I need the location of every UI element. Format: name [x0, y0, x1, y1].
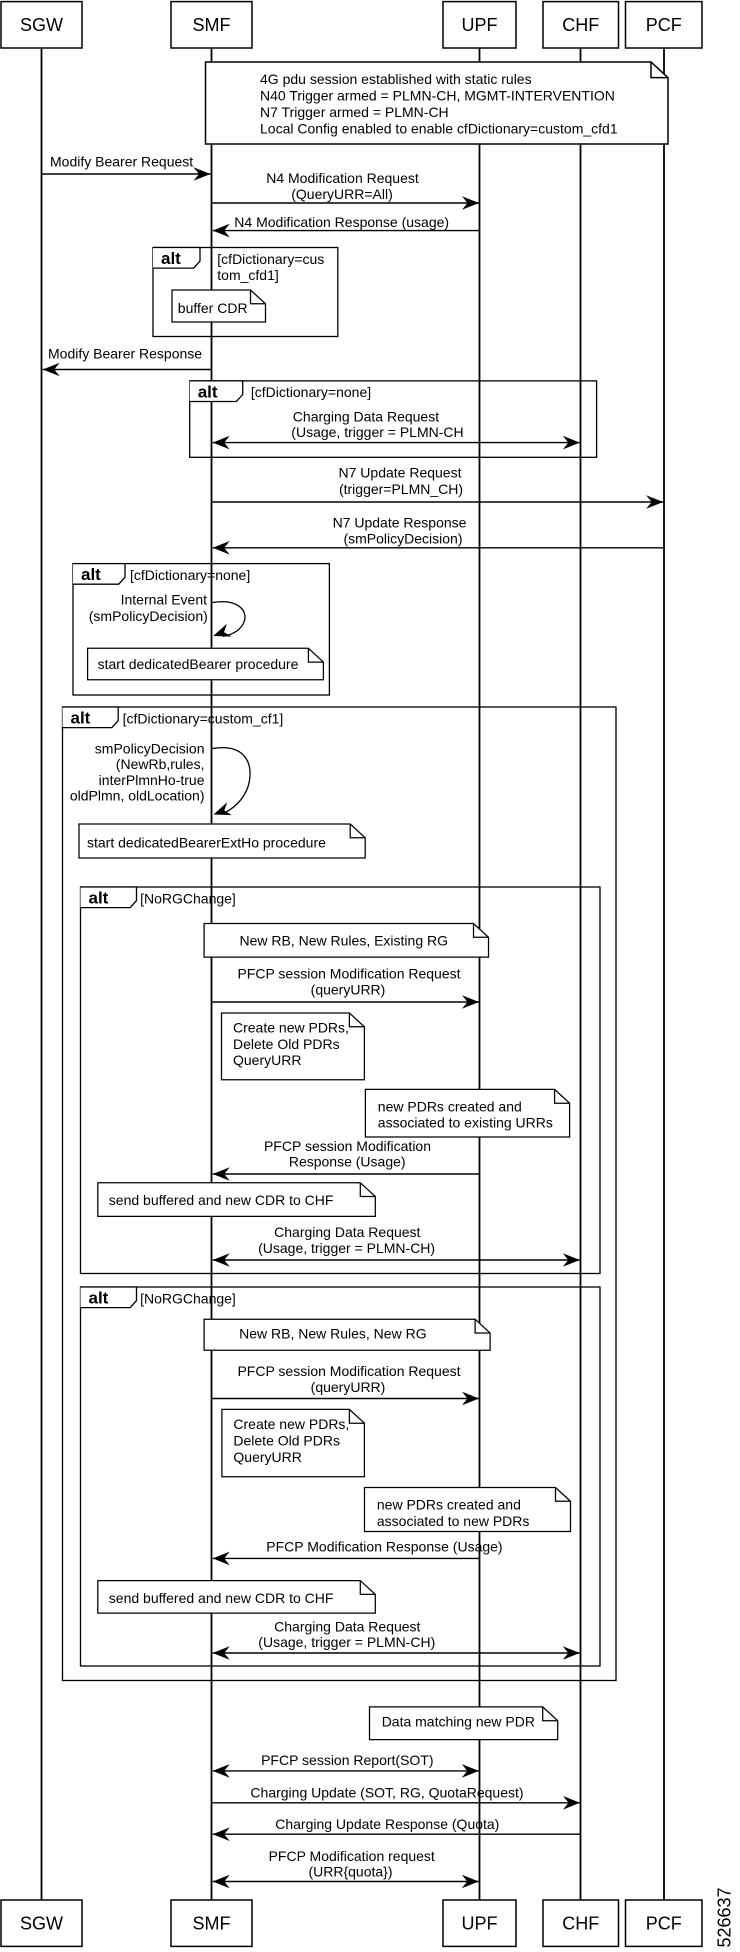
svg-text:alt: alt [89, 1288, 109, 1307]
svg-text:UPF: UPF [462, 15, 498, 35]
svg-text:Create new PDRs,: Create new PDRs, [233, 1020, 349, 1036]
svg-text:PCF: PCF [646, 1913, 682, 1933]
svg-text:(Usage, trigger = PLMN-CH: (Usage, trigger = PLMN-CH [291, 424, 463, 440]
svg-text:PCF: PCF [646, 15, 682, 35]
svg-text:Create new PDRs,: Create new PDRs, [233, 1416, 349, 1432]
svg-text:start dedicatedBearer procedur: start dedicatedBearer procedure [98, 656, 299, 672]
svg-text:Charging Data Request: Charging Data Request [274, 1224, 420, 1240]
svg-text:alt: alt [161, 249, 181, 268]
svg-text:(NewRb,rules,: (NewRb,rules, [116, 756, 205, 772]
svg-text:N7 Update Request: N7 Update Request [339, 465, 462, 481]
svg-text:alt: alt [81, 565, 101, 584]
svg-text:[NoRGChange]: [NoRGChange] [140, 890, 236, 906]
svg-text:(trigger=PLMN_CH): (trigger=PLMN_CH) [339, 481, 463, 497]
svg-text:Internal Event: Internal Event [121, 592, 207, 608]
svg-text:Charging Data Request: Charging Data Request [293, 408, 439, 424]
svg-text:interPlmnHo-true: interPlmnHo-true [99, 772, 205, 788]
svg-text:new PDRs created and: new PDRs created and [377, 1496, 521, 1512]
svg-text:PFCP session Modification Requ: PFCP session Modification Request [237, 1363, 460, 1379]
svg-text:send buffered and new CDR to C: send buffered and new CDR to CHF [109, 1590, 334, 1606]
svg-text:Charging Update (SOT, RG, Quot: Charging Update (SOT, RG, QuotaRequest) [250, 1784, 523, 1800]
svg-text:526637: 526637 [715, 1887, 735, 1947]
svg-text:associated to new PDRs: associated to new PDRs [377, 1513, 530, 1529]
svg-text:alt: alt [89, 888, 109, 907]
svg-text:(smPolicyDecision): (smPolicyDecision) [89, 608, 208, 624]
svg-text:oldPlmn, oldLocation): oldPlmn, oldLocation) [70, 788, 205, 804]
svg-text:[cfDictionary=cus: [cfDictionary=cus [217, 251, 324, 267]
svg-text:Response (Usage): Response (Usage) [289, 1154, 406, 1170]
svg-text:PFCP Modification Response (Us: PFCP Modification Response (Usage) [266, 1539, 502, 1555]
svg-text:SGW: SGW [20, 15, 63, 35]
svg-text:SMF: SMF [193, 15, 231, 35]
svg-text:send buffered and new CDR to C: send buffered and new CDR to CHF [109, 1192, 334, 1208]
svg-text:(Usage, trigger = PLMN-CH): (Usage, trigger = PLMN-CH) [258, 1240, 435, 1256]
svg-text:Delete Old PDRs: Delete Old PDRs [233, 1433, 340, 1449]
svg-text:[cfDictionary=none]: [cfDictionary=none] [251, 384, 371, 400]
svg-text:SMF: SMF [193, 1913, 231, 1933]
svg-text:Modify Bearer Response: Modify Bearer Response [48, 346, 202, 362]
svg-text:alt: alt [198, 382, 218, 401]
svg-text:(Usage, trigger = PLMN-CH): (Usage, trigger = PLMN-CH) [258, 1634, 435, 1650]
svg-text:4G pdu session established wit: 4G pdu session established with static r… [260, 71, 532, 87]
svg-text:PFCP session Modification: PFCP session Modification [264, 1138, 431, 1154]
svg-text:smPolicyDecision: smPolicyDecision [95, 741, 205, 757]
svg-text:CHF: CHF [562, 15, 599, 35]
svg-text:associated to existing URRs: associated to existing URRs [378, 1115, 553, 1131]
svg-text:CHF: CHF [562, 1913, 599, 1933]
svg-text:(URR{quota}): (URR{quota}) [308, 1864, 392, 1880]
svg-text:tom_cfd1]: tom_cfd1] [217, 267, 278, 283]
svg-text:[NoRGChange]: [NoRGChange] [140, 1290, 236, 1306]
svg-text:buffer CDR: buffer CDR [178, 300, 248, 316]
svg-text:PFCP Modification request: PFCP Modification request [269, 1848, 435, 1864]
svg-text:(queryURR): (queryURR) [311, 982, 386, 998]
svg-text:(queryURR): (queryURR) [311, 1379, 386, 1395]
svg-text:Local Config enabled to enable: Local Config enabled to enable cfDiction… [260, 121, 618, 137]
svg-text:New RB, New Rules, New RG: New RB, New Rules, New RG [239, 1325, 427, 1341]
svg-text:UPF: UPF [462, 1913, 498, 1933]
svg-text:PFCP session Report(SOT): PFCP session Report(SOT) [261, 1752, 433, 1768]
svg-text:N7 Trigger armed = PLMN-CH: N7 Trigger armed = PLMN-CH [260, 104, 449, 120]
svg-text:N4 Modification Response (usag: N4 Modification Response (usage) [234, 214, 449, 230]
svg-text:SGW: SGW [20, 1913, 63, 1933]
svg-text:[cfDictionary=custom_cf1]: [cfDictionary=custom_cf1] [123, 710, 284, 726]
svg-text:Charging Data Request: Charging Data Request [274, 1618, 420, 1634]
svg-text:[cfDictionary=none]: [cfDictionary=none] [130, 567, 250, 583]
svg-text:PFCP session Modification Requ: PFCP session Modification Request [237, 966, 460, 982]
svg-text:Delete Old PDRs: Delete Old PDRs [233, 1036, 340, 1052]
svg-text:N4 Modification Request: N4 Modification Request [266, 170, 419, 186]
svg-text:(smPolicyDecision): (smPolicyDecision) [343, 531, 462, 547]
svg-text:QueryURR: QueryURR [233, 1052, 301, 1068]
svg-text:N40 Trigger armed = PLMN-CH, M: N40 Trigger armed = PLMN-CH, MGMT-INTERV… [260, 88, 615, 104]
svg-text:Data matching new PDR: Data matching new PDR [382, 1713, 535, 1729]
svg-text:New RB, New Rules, Existing RG: New RB, New Rules, Existing RG [240, 932, 449, 948]
svg-text:(QueryURR=All): (QueryURR=All) [291, 186, 393, 202]
svg-text:start dedicatedBearerExtHo pro: start dedicatedBearerExtHo procedure [87, 835, 326, 851]
svg-text:N7 Update Response: N7 Update Response [333, 515, 467, 531]
svg-text:new PDRs created and: new PDRs created and [378, 1099, 522, 1115]
svg-text:Modify Bearer Request: Modify Bearer Request [50, 154, 193, 170]
svg-text:Charging Update Response (Quot: Charging Update Response (Quota) [275, 1816, 499, 1832]
svg-text:QueryURR: QueryURR [233, 1449, 301, 1465]
svg-text:alt: alt [71, 708, 91, 727]
